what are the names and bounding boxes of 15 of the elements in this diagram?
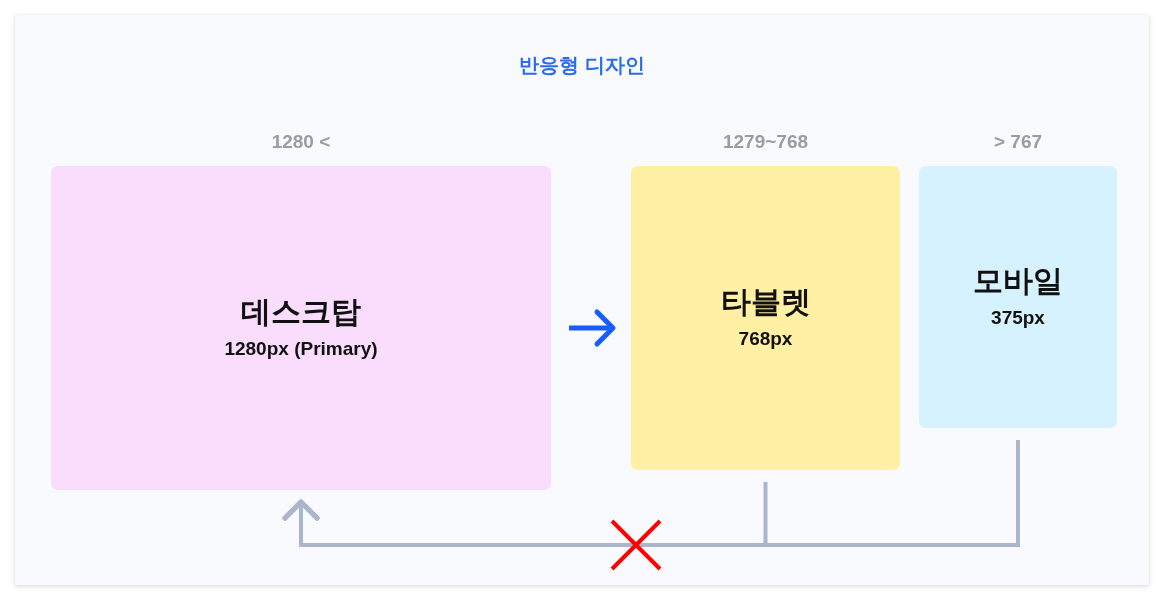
device-title: 데스크탑 <box>241 294 361 330</box>
device-title: 타블렛 <box>720 284 811 320</box>
width-text: 375px <box>991 306 1045 330</box>
device-box <box>631 166 900 470</box>
device-box <box>51 166 551 490</box>
width-text: 768px <box>738 327 793 351</box>
connector-arrow <box>282 440 1020 547</box>
breakpoint-label: 1279~768 <box>722 130 809 154</box>
diagram-title: 반응형 디자인 <box>519 53 645 78</box>
connector-arrow <box>569 309 616 347</box>
width-text: 1280px (Primary) <box>224 337 378 361</box>
breakpoint-label: 1280 < <box>271 130 331 154</box>
device-title: 모바일 <box>973 263 1063 299</box>
breakpoint-label: > 767 <box>993 130 1043 154</box>
device-box <box>919 166 1117 428</box>
